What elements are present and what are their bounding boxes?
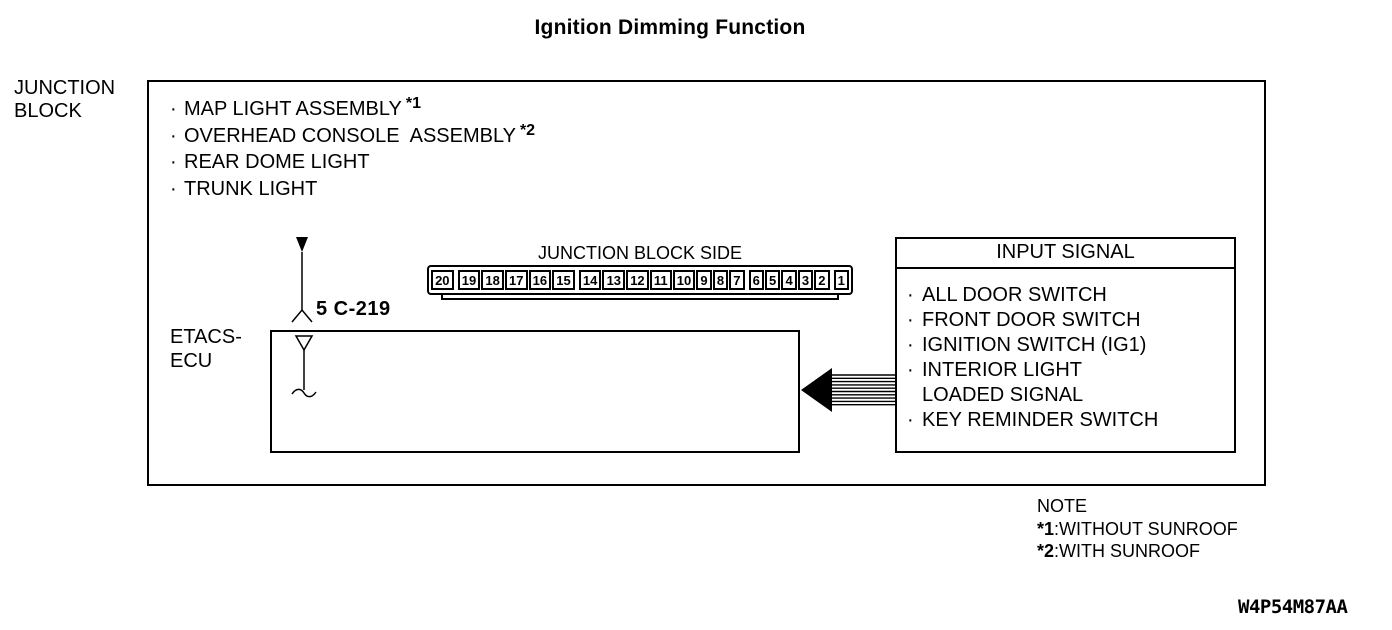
pin-cell: 3: [797, 270, 814, 290]
note-ref: *1: [1037, 518, 1055, 539]
input-signal-item: · IGNITION SWITCH (IG1): [907, 333, 1234, 358]
input-signal-text: KEY REMINDER SWITCH: [922, 409, 1159, 431]
pin-row: 20 19 18 17 16 15 14 13 12 11 10 9 8 7 6…: [429, 267, 851, 293]
pin-cell: 8: [712, 270, 729, 290]
pin-cell: 4: [781, 270, 797, 290]
diagram-title: Ignition Dimming Function: [534, 16, 806, 39]
pin-cell: 7: [729, 270, 745, 290]
note-text: WITHOUT SUNROOF: [1059, 518, 1238, 539]
pin-cell: 6: [748, 270, 764, 290]
load-item: · MAP LIGHT ASSEMBLY*1: [170, 95, 535, 124]
load-text: MAP LIGHT ASSEMBLY: [184, 98, 402, 120]
note-ref: *2: [1037, 541, 1055, 561]
pin-cell: 2: [814, 270, 830, 290]
input-signal-item: LOADED SIGNAL: [907, 383, 1234, 408]
connector-pin-strip: 20 19 18 17 16 15 14 13 12 11 10 9 8 7 6…: [427, 265, 853, 300]
load-text: TRUNK LIGHT: [184, 177, 318, 200]
etacs-wire-icon: [291, 335, 317, 398]
junction-block-label-line1: JUNCTION: [14, 77, 116, 99]
pin-cell: 11: [649, 270, 672, 290]
note-item: *1:WITHOUT SUNROOF: [1037, 518, 1238, 541]
load-text: OVERHEAD CONSOLE ASSEMBLY: [184, 124, 516, 147]
junction-block-label: JUNCTION BLOCK: [14, 77, 115, 123]
list-bullet: ·: [170, 98, 177, 120]
pin-cell: 20: [431, 270, 454, 290]
input-signal-item: · ALL DOOR SWITCH: [907, 283, 1234, 308]
note-separator: :: [1054, 541, 1060, 561]
note-text: WITH SUNROOF: [1059, 541, 1201, 561]
note-title: NOTE: [1037, 496, 1088, 516]
pin-cell: 16: [528, 270, 552, 290]
pin-cell: 14: [578, 270, 602, 290]
etacs-ecu-box: [270, 330, 800, 453]
harness-wire-icon: [291, 237, 313, 323]
list-bullet: ·: [170, 177, 177, 200]
input-signal-item: · INTERIOR LIGHT: [907, 358, 1234, 383]
load-list: · MAP LIGHT ASSEMBLY*1 · OVERHEAD CONSOLE …: [170, 95, 536, 204]
pin-cell: 18: [481, 270, 504, 290]
signal-arrow-icon: [801, 368, 895, 412]
note-ref-sup: *1: [405, 95, 421, 112]
pin-cell: 5: [764, 270, 781, 290]
input-signal-list: · ALL DOOR SWITCH · FRONT DOOR SWITCH · IGN…: [897, 269, 1234, 433]
list-bullet: ·: [170, 151, 177, 173]
pin-cell: 19: [457, 270, 481, 290]
junction-block-side-label: JUNCTION BLOCK SIDE: [537, 243, 743, 263]
input-signal-text: IGNITION SWITCH (IG1): [922, 334, 1147, 356]
load-item: · TRUNK LIGHT: [170, 177, 535, 204]
input-signal-item: · KEY REMINDER SWITCH: [907, 408, 1234, 433]
input-signal-text: LOADED SIGNAL: [922, 384, 1084, 406]
input-signal-text: FRONT DOOR SWITCH: [922, 309, 1141, 331]
input-signal-text: INTERIOR LIGHT: [922, 359, 1083, 381]
pin-cell: 17: [504, 270, 528, 290]
load-item: · OVERHEAD CONSOLE ASSEMBLY*2: [170, 121, 536, 151]
load-item: · REAR DOME LIGHT: [170, 150, 535, 177]
list-bullet: ·: [907, 309, 914, 331]
pin-cell: 12: [626, 270, 649, 290]
list-bullet: ·: [170, 124, 177, 147]
note-separator: :: [1054, 518, 1060, 539]
input-signal-title: INPUT SIGNAL: [897, 239, 1234, 269]
note-block: NOTE *1:WITHOUT SUNROOF *2:WITH SUNROOF: [1037, 495, 1238, 563]
note-item: *2:WITH SUNROOF: [1037, 540, 1238, 563]
note-ref-sup: *2: [519, 121, 536, 139]
etacs-label-line2: ECU: [170, 350, 213, 372]
junction-block-box: [147, 80, 1266, 486]
pin-cell: 10: [672, 270, 696, 290]
pin-cell: 13: [602, 270, 626, 290]
input-signal-item: · FRONT DOOR SWITCH: [907, 308, 1234, 333]
connector-label: 5 C-219: [316, 298, 391, 320]
list-bullet: ·: [907, 409, 914, 431]
connector-keying-lip: [441, 293, 839, 300]
input-signal-box: INPUT SIGNAL · ALL DOOR SWITCH · FRONT DOO…: [895, 237, 1236, 453]
input-signal-text: ALL DOOR SWITCH: [922, 284, 1107, 306]
list-bullet: ·: [907, 334, 914, 356]
pin-cell: 9: [696, 270, 712, 290]
etacs-label-line1: ETACS-: [170, 326, 242, 348]
etacs-ecu-label: ETACS- ECU: [170, 325, 242, 373]
list-bullet: ·: [907, 284, 914, 306]
pin-cell: 15: [552, 270, 575, 290]
list-bullet: ·: [907, 359, 914, 381]
junction-block-label-line2: BLOCK: [14, 100, 82, 122]
doc-code: W4P54M87AA: [1238, 596, 1348, 618]
pin-cell: 1: [833, 270, 849, 290]
load-text: REAR DOME LIGHT: [184, 151, 370, 173]
